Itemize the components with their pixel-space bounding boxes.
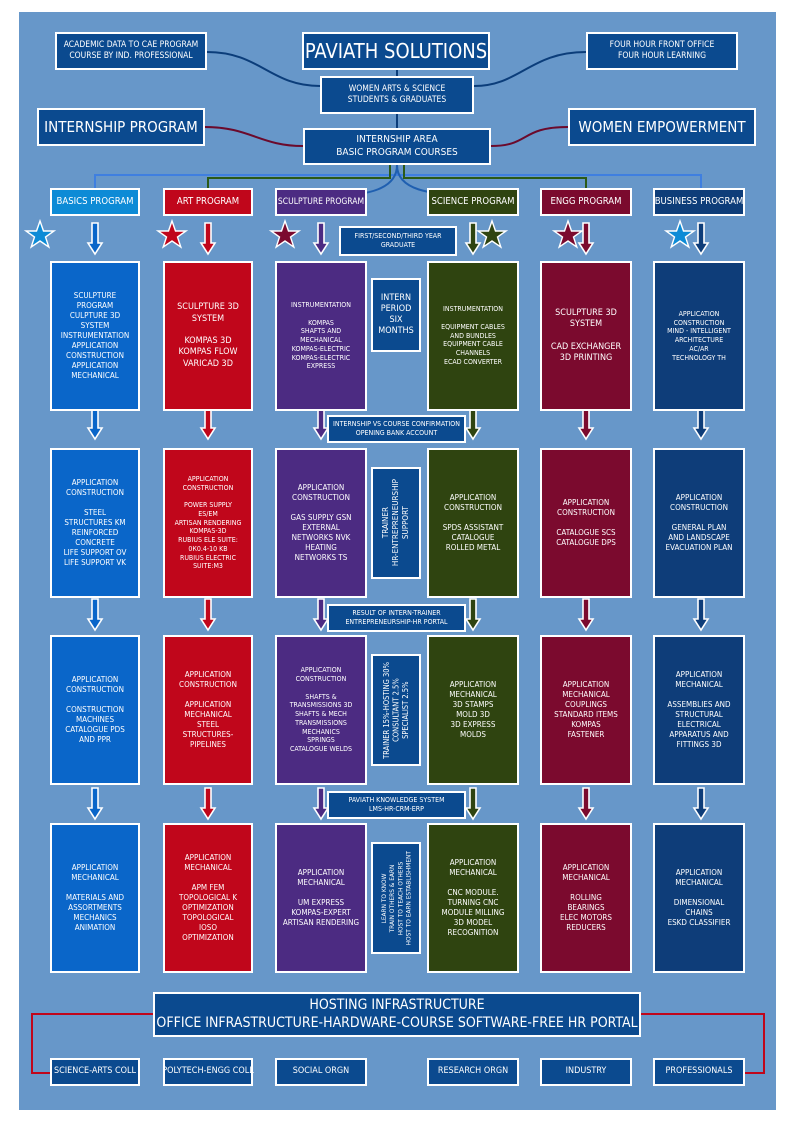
program-engg: ENGG PROGRAM <box>540 188 632 216</box>
program-basics: BASICS PROGRAM <box>50 188 140 216</box>
revenue-share-box: TRAINER 15%-HOSTING 30%CONSULTANT 2.5%SP… <box>371 654 421 766</box>
org-polytech-engg-coll: POLYTECH-ENGG COLL <box>162 1058 254 1086</box>
org-social: SOCIAL ORGN <box>275 1058 367 1086</box>
org-professionals: PROFESSIONALS <box>653 1058 745 1086</box>
star-icon <box>663 218 697 249</box>
internship-program-box: INTERNSHIP PROGRAM <box>37 108 205 146</box>
program-sculpture: SCULPTURE PROGRAM <box>275 188 367 216</box>
org-industry: INDUSTRY <box>540 1058 632 1086</box>
star-icon <box>475 218 509 249</box>
program-science: SCIENCE PROGRAM <box>427 188 519 216</box>
star-icon <box>551 218 585 249</box>
star-icon <box>268 218 302 249</box>
women-empowerment-box: WOMEN EMPOWERMENT <box>568 108 756 146</box>
program-business: BUSINESS PROGRAM <box>653 188 745 216</box>
star-icon <box>155 218 189 249</box>
star-icon <box>23 218 57 249</box>
program-art: ART PROGRAM <box>163 188 253 216</box>
org-research: RESEARCH ORGN <box>427 1058 519 1086</box>
page-title: PAVIATH SOLUTIONS <box>302 32 490 70</box>
org-science-arts-coll: SCIENCE-ARTS COLL <box>50 1058 140 1086</box>
